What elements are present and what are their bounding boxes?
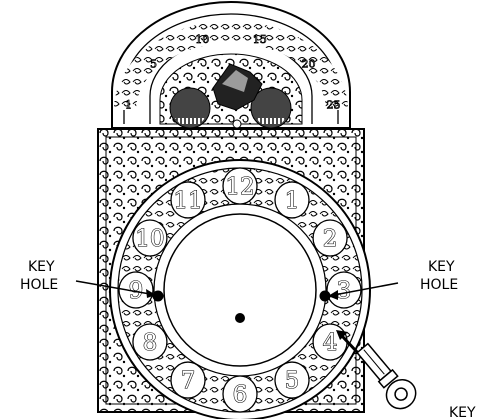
numeral-1: 1 — [275, 182, 309, 218]
key-hole-left — [153, 291, 164, 302]
numeral-8: 8 — [133, 324, 167, 360]
arch-numeral: 15 — [253, 33, 267, 46]
arch-numeral: 5 — [150, 57, 157, 70]
key-hole-left-label-line1: KEY — [28, 259, 55, 275]
numeral-7: 7 — [171, 362, 205, 398]
numeral-6: 6 — [223, 376, 257, 412]
key-label: KEY — [449, 405, 476, 419]
chapter-ring: 121234567891011 — [110, 160, 370, 419]
arch-numeral: 1 — [125, 98, 132, 111]
numeral-text: 4 — [323, 330, 338, 356]
key-hole-right-label-line1: KEY — [428, 259, 455, 275]
numeral-12: 12 — [223, 168, 257, 204]
numeral-text: 2 — [323, 226, 338, 252]
arch-numeral: 25 — [327, 98, 341, 111]
numeral-text: 1 — [285, 188, 300, 214]
numeral-text: 10 — [135, 226, 164, 252]
arch-numeral: 20 — [302, 57, 316, 70]
numeral-2: 2 — [313, 220, 347, 256]
numeral-5: 5 — [275, 362, 309, 398]
numeral-text: 3 — [337, 278, 352, 304]
numeral-text: 8 — [143, 330, 158, 356]
numeral-text: 5 — [285, 368, 300, 394]
numeral-3: 3 — [327, 272, 361, 308]
numeral-text: 12 — [225, 174, 254, 200]
numeral-11: 11 — [171, 182, 205, 218]
arch-numeral: 10 — [195, 33, 209, 46]
numeral-4: 4 — [313, 324, 347, 360]
numeral-text: 7 — [181, 368, 196, 394]
key-hole-left-label-line2: HOLE — [20, 277, 58, 293]
numeral-10: 10 — [133, 220, 167, 256]
key-hole-right-label-line2: HOLE — [420, 277, 458, 293]
numeral-text: 11 — [173, 188, 202, 214]
numeral-text: 6 — [233, 382, 248, 408]
center-arbor-hole — [235, 313, 245, 323]
